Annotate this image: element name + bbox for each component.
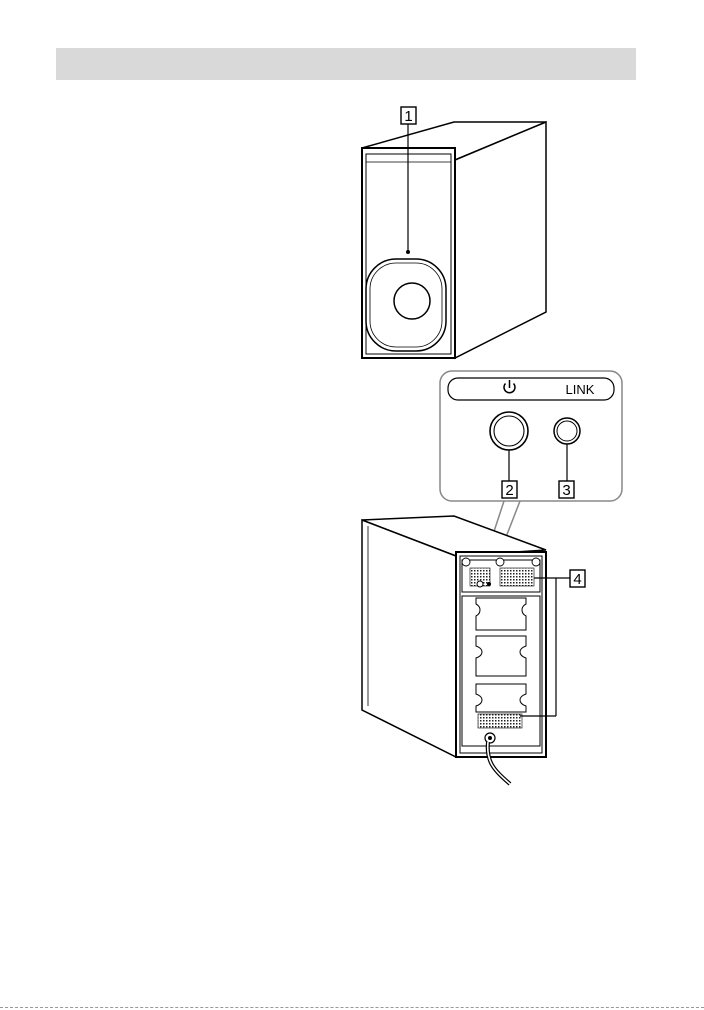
subwoofer-rear-view [362, 516, 546, 784]
link-button [554, 418, 580, 444]
front-side-face [455, 122, 546, 358]
power-button [490, 412, 528, 450]
rear-side-face [362, 520, 456, 757]
callout-3: 3 [559, 481, 574, 499]
control-panel-closeup: LINK 2 3 [440, 371, 622, 501]
callout-2-label: 2 [505, 482, 513, 499]
callout-4-label: 4 [573, 571, 581, 588]
callout-2: 2 [502, 481, 517, 499]
callout-1-label: 1 [404, 108, 412, 125]
speaker-cone [394, 283, 430, 319]
callout-3-label: 3 [562, 482, 570, 499]
bottom-vent [478, 714, 522, 728]
subwoofer-front-view [362, 122, 546, 358]
callout-1: 1 [401, 107, 416, 125]
callout-4: 4 [570, 570, 585, 588]
link-label: LINK [566, 382, 595, 397]
top-vent [500, 568, 534, 586]
